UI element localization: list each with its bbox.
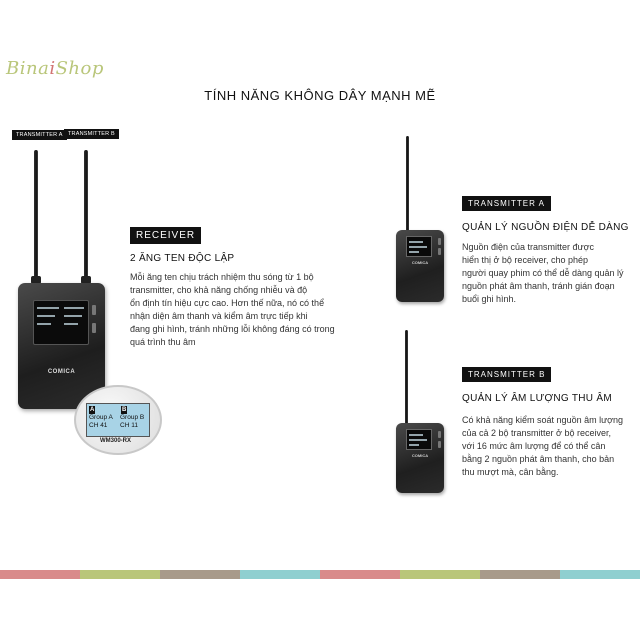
- receiver-text-line: quá trình thu âm: [130, 337, 196, 347]
- transmitter-b-screen: [406, 429, 432, 450]
- stripe-segment: [480, 570, 560, 579]
- stripe-segment: [240, 570, 320, 579]
- receiver-text-line: nhận diện âm thanh và kiểm âm trực tiếp …: [130, 311, 308, 321]
- receiver-side-button-1: [92, 305, 96, 315]
- transmitter-a-brand: COMICA: [411, 260, 429, 265]
- zoom-group-b: Group B: [120, 414, 145, 421]
- logo-part-2: i: [49, 58, 56, 79]
- stripe-segment: [160, 570, 240, 579]
- logo-part-1: Bina: [6, 58, 50, 79]
- zoom-group-a: Group A: [89, 414, 113, 421]
- receiver-side-button-2: [92, 323, 96, 333]
- transmitter-b-text-line: Có khả năng kiểm soát nguồn âm lượng: [462, 415, 624, 425]
- stripe-segment: [80, 570, 160, 579]
- stripe-segment: [400, 570, 480, 579]
- stripe-segment: [0, 570, 80, 579]
- zoom-badge-a: A: [89, 406, 96, 414]
- transmitter-a-device: COMICA: [396, 230, 444, 302]
- stripe-segment: [320, 570, 400, 579]
- transmitter-a-label: TRANSMITTER A: [462, 196, 552, 211]
- receiver-text-line: đang ghi hình, tránh những lỗi không đán…: [130, 324, 335, 334]
- transmitter-a-text-line: hiển thị ở bộ receiver, cho phép: [462, 255, 588, 265]
- transmitter-a-antenna-tag: TRANSMITTER A: [12, 130, 67, 140]
- transmitter-a-text-line: buổi ghi hình.: [462, 294, 517, 304]
- transmitter-b-antenna: [405, 330, 408, 428]
- receiver-text-line: ổn định tín hiệu cực cao. Hơn thế nữa, n…: [130, 298, 325, 308]
- page-title: TÍNH NĂNG KHÔNG DÂY MẠNH MẼ: [204, 88, 436, 103]
- transmitter-b-device: COMICA: [396, 423, 444, 493]
- transmitter-a-text-line: người quay phim có thể dễ dàng quản lý: [462, 268, 624, 278]
- transmitter-a-text-line: Nguồn điện của transmitter được: [462, 242, 594, 252]
- receiver-screen-zoom: A B Group A CH 41 Group B CH 11 WM300-RX: [74, 385, 162, 455]
- transmitter-a-heading: QUẢN LÝ NGUỒN ĐIỆN DỄ DÀNG: [462, 222, 629, 233]
- zoom-screen: A B Group A CH 41 Group B CH 11: [86, 403, 150, 437]
- receiver-antenna-a: [34, 150, 38, 280]
- receiver-description: Mỗi ăng ten chịu trách nhiệm thu sóng từ…: [130, 271, 380, 349]
- receiver-label: RECEIVER: [130, 227, 202, 244]
- receiver-brand: COMICA: [47, 369, 76, 375]
- transmitter-b-text-line: bằng 2 nguồn phát âm thanh, cho bản: [462, 454, 615, 464]
- receiver-heading: 2 ĂNG TEN ĐỘC LẬP: [130, 253, 235, 264]
- transmitter-a-description: Nguồn điện của transmitter được hiển thị…: [462, 241, 638, 306]
- transmitter-b-label: TRANSMITTER B: [462, 367, 552, 382]
- zoom-ch-a: CH 41: [89, 422, 108, 429]
- transmitter-b-antenna-tag: TRANSMITTER B: [64, 129, 119, 139]
- antenna-b-connector: [81, 276, 91, 284]
- transmitter-b-brand: COMICA: [411, 453, 429, 458]
- transmitter-b-heading: QUẢN LÝ ÂM LƯỢNG THU ÂM: [462, 393, 612, 404]
- stripe-segment: [560, 570, 640, 579]
- logo-part-3: Shop: [55, 58, 104, 79]
- transmitter-a-antenna: [406, 136, 409, 234]
- binaishop-logo: BinaiShop: [6, 58, 104, 79]
- transmitter-b-description: Có khả năng kiểm soát nguồn âm lượng của…: [462, 414, 638, 479]
- transmitter-a-screen: [406, 236, 432, 257]
- zoom-badge-b: B: [121, 406, 128, 414]
- transmitter-a-text-line: nguồn phát âm thanh, tránh gián đoạn: [462, 281, 615, 291]
- receiver-text-line: Mỗi ăng ten chịu trách nhiệm thu sóng từ…: [130, 272, 314, 282]
- antenna-a-connector: [31, 276, 41, 284]
- receiver-device: COMICA: [18, 283, 105, 409]
- receiver-antenna-b: [84, 150, 88, 280]
- transmitter-b-text-line: thu mượt mà, cân bằng.: [462, 467, 559, 477]
- receiver-screen: [33, 300, 89, 345]
- zoom-ch-b: CH 11: [120, 422, 138, 429]
- transmitter-b-text-line: của cả 2 bộ transmitter ở bộ receiver,: [462, 428, 611, 438]
- transmitter-b-text-line: với 16 mức âm lượng để có thể cân: [462, 441, 606, 451]
- receiver-text-line: transmitter, cho khả năng chống nhiễu và…: [130, 285, 308, 295]
- zoom-model-label: WM300-RX: [100, 438, 132, 444]
